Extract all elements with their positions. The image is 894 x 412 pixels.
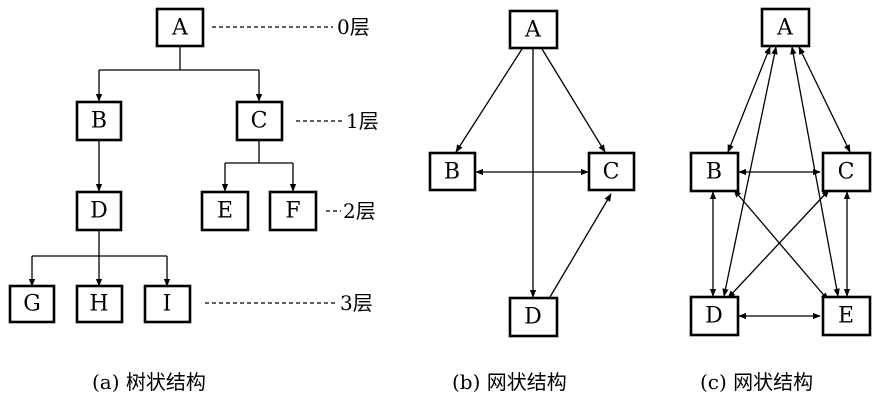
tree-node-g: G (8, 284, 56, 324)
svg-text:F: F (285, 199, 300, 224)
level-1-label: 1层 (346, 109, 379, 133)
tree-node-d: D (75, 190, 123, 232)
network-b-node-d: D (508, 296, 559, 338)
svg-text:D: D (90, 199, 108, 224)
tree-node-a: A (155, 7, 205, 48)
network-c-node-a: A (760, 7, 811, 48)
svg-text:C: C (603, 160, 620, 185)
svg-text:H: H (89, 292, 108, 317)
level-3-label: 3层 (340, 291, 373, 315)
svg-text:E: E (217, 199, 233, 224)
network-c-diagram: A B C D E (c) 网状结构 (689, 7, 872, 394)
network-b-node-c: C (587, 151, 636, 192)
tree-node-b: B (75, 100, 123, 142)
tree-caption: (a) 树状结构 (92, 370, 206, 394)
network-b-node-b: B (428, 151, 477, 192)
network-c-edges (709, 46, 851, 320)
tree-node-i: I (143, 284, 192, 324)
svg-text:B: B (91, 109, 107, 134)
tree-diagram: 0层 1层 2层 3层 A B C D E F G H I (a) 树状结构 (8, 7, 379, 394)
network-c-node-b: B (689, 151, 740, 193)
network-c-caption: (c) 网状结构 (700, 370, 813, 394)
level-2-label: 2层 (343, 199, 376, 223)
tree-node-f: F (268, 190, 318, 232)
network-c-node-d: D (689, 295, 740, 337)
svg-text:A: A (171, 16, 189, 41)
network-b-diagram: A B C D (b) 网状结构 (428, 9, 636, 394)
network-c-node-e: E (821, 295, 872, 337)
tree-edges (28, 46, 297, 287)
svg-text:I: I (163, 292, 172, 317)
svg-text:A: A (776, 16, 794, 41)
svg-text:C: C (838, 160, 855, 185)
svg-text:D: D (524, 305, 542, 330)
tree-node-c: C (235, 100, 284, 142)
network-b-node-a: A (508, 9, 559, 50)
network-c-node-c: C (821, 151, 872, 193)
tree-node-e: E (200, 190, 250, 232)
svg-text:A: A (524, 18, 542, 43)
svg-text:B: B (444, 160, 460, 185)
level-0-label: 0层 (337, 15, 370, 39)
tree-node-h: H (75, 284, 124, 324)
svg-text:G: G (23, 292, 41, 317)
network-b-caption: (b) 网状结构 (452, 370, 567, 394)
tree-level-markers: 0层 1层 2层 3层 (205, 15, 379, 315)
svg-text:C: C (251, 109, 268, 134)
svg-text:B: B (706, 160, 722, 185)
network-b-edges (455, 48, 612, 298)
svg-text:E: E (838, 304, 854, 329)
svg-text:D: D (705, 304, 723, 329)
